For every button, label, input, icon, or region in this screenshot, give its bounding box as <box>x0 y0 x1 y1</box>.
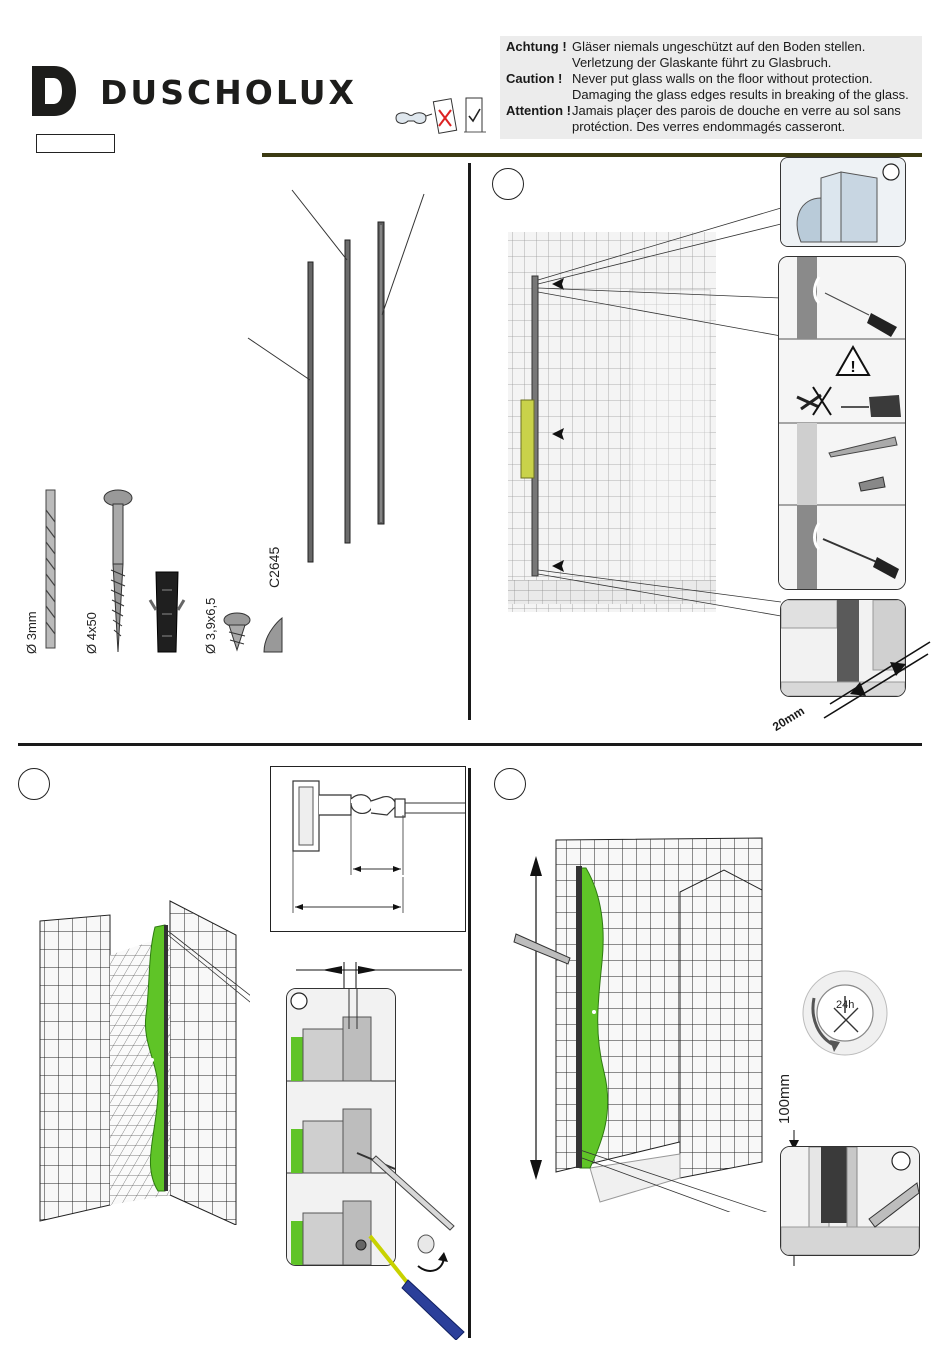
svg-text:!: ! <box>850 359 855 376</box>
wall-profile-1 <box>307 261 314 563</box>
warning-key: Caution ! <box>506 71 563 86</box>
safety-icons <box>392 94 492 136</box>
step-2-circle <box>18 768 50 800</box>
warning-drill-stage: ! <box>796 344 901 417</box>
insert-plug-stage <box>797 423 898 505</box>
silicone-gun-icon <box>868 1182 919 1228</box>
arrow-icon <box>552 278 564 290</box>
warning-de: Achtung ! Gläser niemals ungeschützt auf… <box>506 39 916 71</box>
drill-label: Ø 3mm <box>24 611 39 654</box>
glass-protected-check-icon <box>464 97 486 133</box>
cover-cap-icon <box>263 616 283 653</box>
warning-line: Jamais plaçer des parois de douche en ve… <box>572 103 901 118</box>
step-3-circle <box>494 768 526 800</box>
wall-profile-2 <box>344 239 351 544</box>
warning-key: Achtung ! <box>506 39 567 54</box>
profile-detail-box <box>780 157 906 247</box>
cover-cap-icon <box>417 1234 435 1254</box>
silicone-gun-icon <box>513 933 571 965</box>
no-cables-icon <box>796 393 822 411</box>
brand-name: DUSCHOLUX <box>100 73 357 112</box>
screw-icon <box>828 436 898 458</box>
screwdriver-icon <box>401 1279 465 1341</box>
step-2-tools <box>360 1140 470 1341</box>
glass-panel-green <box>144 924 166 1192</box>
step-3-illustration <box>510 832 785 1233</box>
tiled-floor <box>508 580 716 604</box>
profile-stage-3 <box>291 1200 372 1265</box>
warning-key: Attention ! <box>506 103 571 118</box>
screw-head-icon <box>355 1239 367 1251</box>
left-wall <box>39 914 111 1222</box>
arrow-icon <box>552 428 564 440</box>
wall-profile <box>164 925 168 1191</box>
header-divider <box>262 153 922 157</box>
horizontal-divider <box>18 743 922 746</box>
warning-block: Achtung ! Gläser niemals ungeschützt auf… <box>500 36 922 139</box>
spacing-measure <box>296 960 462 990</box>
wall-plug-icon <box>148 571 186 653</box>
parts-illustration <box>20 170 460 670</box>
floor-gap-detail-box <box>780 599 906 697</box>
warning-line: Damaging the glass edges results in brea… <box>572 87 909 102</box>
wall-profile-3 <box>377 221 385 525</box>
power-drill-icon <box>869 395 901 417</box>
yellow-profile-marker <box>520 399 535 479</box>
article-number-box <box>36 134 115 153</box>
mark-hole-stage <box>797 257 897 339</box>
step-2-illustration <box>30 895 289 1226</box>
cap-code-label: C2645 <box>266 546 282 588</box>
warning-en: Caution ! Never put glass walls on the f… <box>506 71 916 103</box>
shower-floor <box>589 1153 681 1203</box>
logo-d-icon <box>32 66 76 116</box>
cure-time-label: 24h <box>836 999 855 1011</box>
screwdriver-shaft <box>368 1234 412 1288</box>
long-screw-label: Ø 4x50 <box>84 612 99 654</box>
screw-profile-stage <box>797 505 899 589</box>
small-screw-icon <box>223 612 251 652</box>
drill-bit-icon <box>45 489 56 649</box>
warning-line: Verletzung der Glaskante führt zu Glasbr… <box>572 55 832 70</box>
step-1-illustration <box>500 160 920 740</box>
side-wall <box>679 869 763 1179</box>
silicone-height-label: 100mm <box>776 1073 793 1124</box>
marker-pen-icon <box>867 313 897 337</box>
safety-glasses-icon <box>395 112 433 124</box>
vertical-divider-bottom <box>468 768 471 1338</box>
brand-logo <box>32 66 76 116</box>
small-screw-label: Ø 3,9x6,5 <box>203 597 218 654</box>
drilling-steps-box: ! <box>778 256 906 590</box>
wall-plug-icon <box>858 476 886 492</box>
drill-bit-icon <box>371 1155 455 1231</box>
glass-mount-steps-box <box>286 988 396 1266</box>
warning-fr: Attention ! Jamais plaçer des parois de … <box>506 103 916 135</box>
vertical-divider-top <box>468 163 471 720</box>
silicone-detail-box <box>780 1146 920 1256</box>
glass-panel-green <box>579 867 609 1169</box>
wall-profile <box>576 866 582 1168</box>
step-1-circle <box>492 168 524 200</box>
warning-line: Never put glass walls on the floor witho… <box>572 71 873 86</box>
arrow-icon <box>552 560 564 572</box>
long-screw-icon <box>103 489 133 653</box>
cross-section-box <box>270 766 466 932</box>
screwdriver-icon <box>873 557 899 579</box>
right-wall <box>169 900 237 1226</box>
glass-on-floor-cross-icon <box>432 98 458 134</box>
cure-time-icon <box>800 968 890 1058</box>
profile-stage-2 <box>291 1108 395 1174</box>
profile-stage-1 <box>291 989 372 1082</box>
warning-line: protéction. Des verres endommagés casser… <box>572 119 846 134</box>
warning-line: Gläser niemals ungeschützt auf den Boden… <box>572 39 866 54</box>
gap-measure <box>770 620 940 740</box>
warning-triangle-icon <box>835 344 871 376</box>
